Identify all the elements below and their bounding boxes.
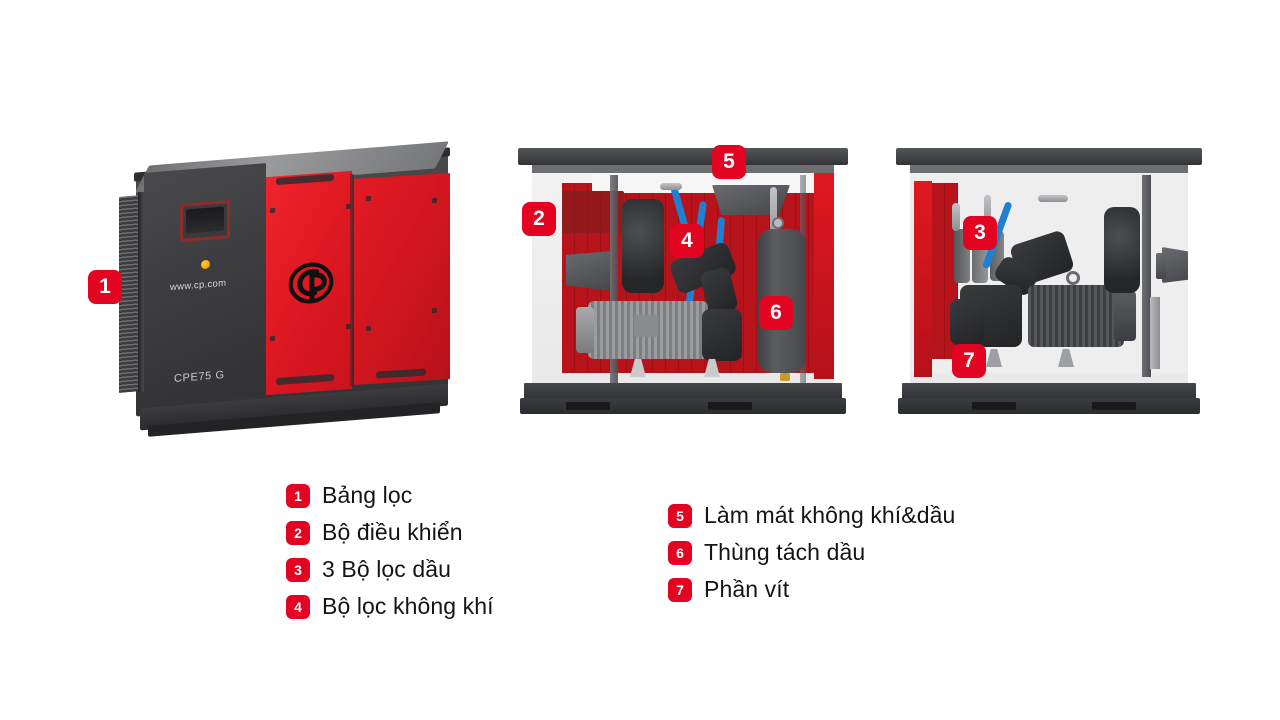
machine-foot	[1058, 349, 1074, 367]
cooling-fan	[622, 199, 664, 293]
cp-logo-icon	[288, 258, 334, 307]
legend-badge-2: 2	[286, 520, 310, 545]
frame-post-right	[1142, 175, 1151, 377]
roof-underside	[910, 165, 1188, 173]
callout-badge-1[interactable]: 1	[88, 270, 122, 304]
oil-filter-manifold	[952, 203, 960, 231]
door-latch	[432, 307, 437, 314]
control-panel-display	[186, 206, 224, 234]
callout-badge-5[interactable]: 5	[712, 145, 746, 179]
base-floor	[902, 383, 1196, 400]
intake-duct	[566, 251, 612, 291]
legend-label-2: Bộ điều khiển	[322, 519, 463, 545]
legend-badge-1: 1	[286, 483, 310, 508]
cooling-fan	[1104, 207, 1140, 293]
drive-motor	[1028, 285, 1124, 347]
product-view-mid-cutaway	[518, 148, 848, 420]
tank-gauge	[772, 217, 784, 229]
cooler-pipe	[770, 187, 777, 247]
product-view-closed: www.cp.com CPE75 G	[118, 141, 470, 438]
screw-element-housing	[950, 299, 984, 345]
door-latch	[432, 197, 437, 204]
legend-item[interactable]: 5 Làm mát không khí&dầu	[668, 502, 955, 529]
side-panel-red	[914, 181, 932, 377]
callout-badge-7[interactable]: 7	[952, 344, 986, 378]
legend-item[interactable]: 1 Bảng lọc	[286, 482, 494, 509]
baffle-plate	[1150, 297, 1160, 369]
roof-panel	[518, 148, 848, 165]
legend-column-left: 1 Bảng lọc 2 Bộ điều khiển 3 3 Bộ lọc dầ…	[286, 482, 494, 630]
roof-underside	[532, 165, 834, 173]
forklift-slot	[566, 402, 610, 410]
exhaust-duct-flange	[1156, 253, 1166, 279]
discharge-pipe	[660, 183, 682, 190]
motor-terminal-box	[634, 315, 658, 337]
door-latch	[346, 203, 351, 210]
base-plinth	[898, 398, 1200, 414]
machine-foot	[704, 359, 720, 377]
motor-endcap	[1114, 291, 1136, 341]
door-latch	[366, 325, 371, 332]
legend-label-3: 3 Bộ lọc dầu	[322, 556, 452, 582]
machine-foot	[986, 349, 1002, 367]
forklift-slot	[972, 402, 1016, 410]
machine-foot	[630, 359, 646, 377]
legend-badge-7: 7	[668, 577, 692, 602]
lifting-eye-icon	[1066, 271, 1080, 285]
legend-item[interactable]: 2 Bộ điều khiển	[286, 519, 494, 546]
legend-badge-4: 4	[286, 594, 310, 619]
door-latch	[270, 207, 275, 214]
screw-element	[702, 309, 742, 361]
legend-badge-3: 3	[286, 557, 310, 582]
legend-column-right: 5 Làm mát không khí&dầu 6 Thùng tách dầu…	[668, 502, 955, 613]
interior-cavity	[532, 173, 834, 384]
forklift-slot	[1092, 402, 1136, 410]
legend-item[interactable]: 3 3 Bộ lọc dầu	[286, 556, 494, 583]
legend-badge-6: 6	[668, 540, 692, 565]
frame-post-left	[610, 175, 618, 384]
top-pipe	[1038, 195, 1068, 202]
legend-label-7: Phần vít	[704, 576, 790, 602]
enclosure-red-door-right	[354, 173, 450, 385]
exhaust-duct	[1162, 247, 1188, 283]
forklift-slot	[708, 402, 752, 410]
tank-valve	[780, 373, 790, 381]
legend-item[interactable]: 6 Thùng tách dầu	[668, 539, 955, 566]
callout-badge-6[interactable]: 6	[759, 296, 793, 330]
legend-label-1: Bảng lọc	[322, 482, 413, 508]
interior-cavity	[910, 173, 1188, 384]
callout-badge-2[interactable]: 2	[522, 202, 556, 236]
legend-label-6: Thùng tách dầu	[704, 539, 866, 565]
roof-panel	[896, 148, 1202, 165]
base-floor	[524, 383, 842, 400]
legend-label-4: Bộ lọc không khí	[322, 593, 494, 619]
air-oil-cooler	[712, 185, 790, 215]
callout-badge-3[interactable]: 3	[963, 216, 997, 250]
door-latch	[270, 335, 275, 342]
oil-line	[984, 195, 991, 229]
callout-badge-4[interactable]: 4	[670, 224, 704, 258]
legend-badge-5: 5	[668, 503, 692, 528]
product-view-right-cutaway	[896, 148, 1202, 420]
motor-endcap	[576, 307, 594, 353]
door-latch	[366, 195, 371, 202]
legend-label-5: Làm mát không khí&dầu	[704, 502, 956, 528]
side-panel-red	[814, 173, 834, 379]
legend-item[interactable]: 4 Bộ lọc không khí	[286, 593, 494, 620]
legend-item[interactable]: 7 Phần vít	[668, 576, 955, 603]
door-latch	[346, 323, 351, 330]
